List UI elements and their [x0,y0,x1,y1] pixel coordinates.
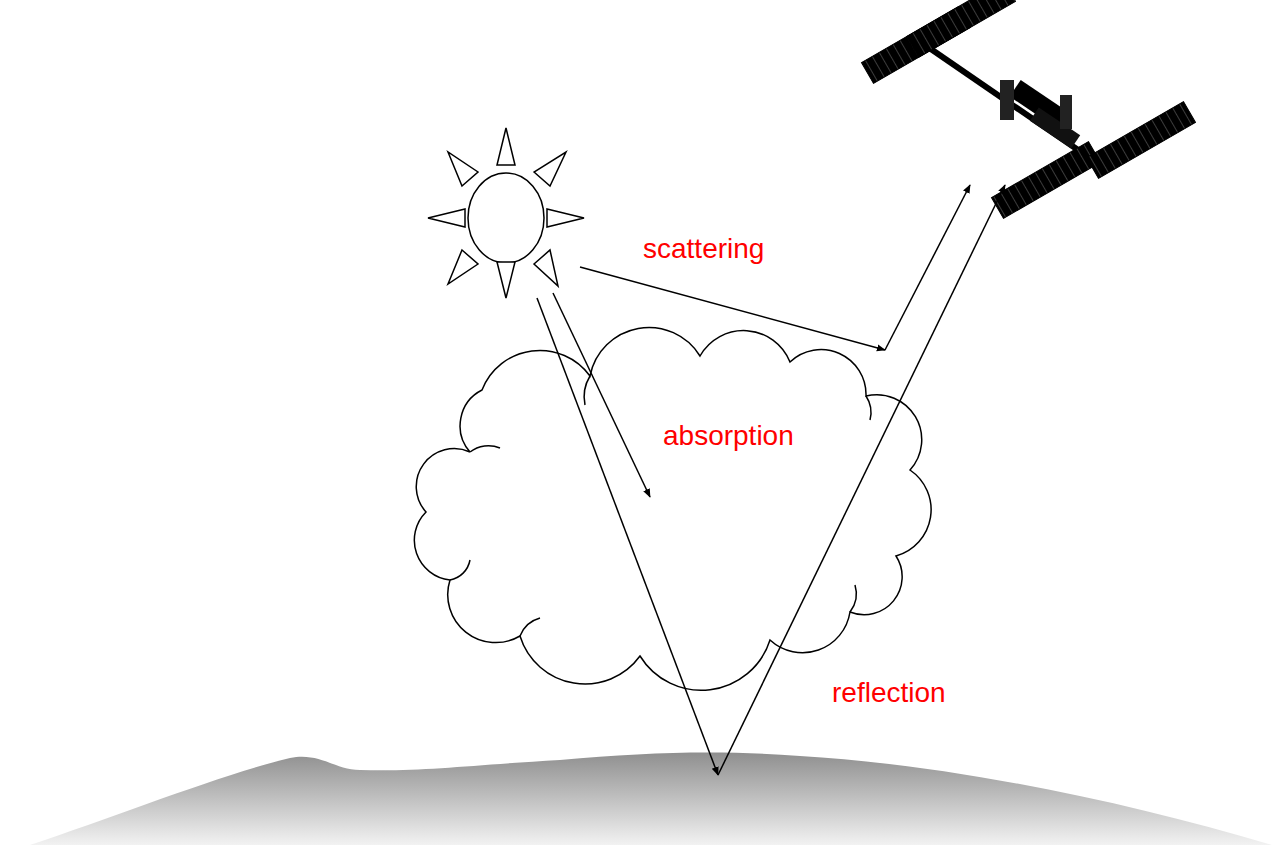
light-rays [537,185,1005,775]
sun [428,128,584,298]
process-label: absorption [663,420,794,452]
process-label: scattering [643,233,764,265]
process-label: reflection [832,677,946,709]
satellite [862,0,1196,218]
cloud [414,327,931,690]
ground [30,753,1272,845]
